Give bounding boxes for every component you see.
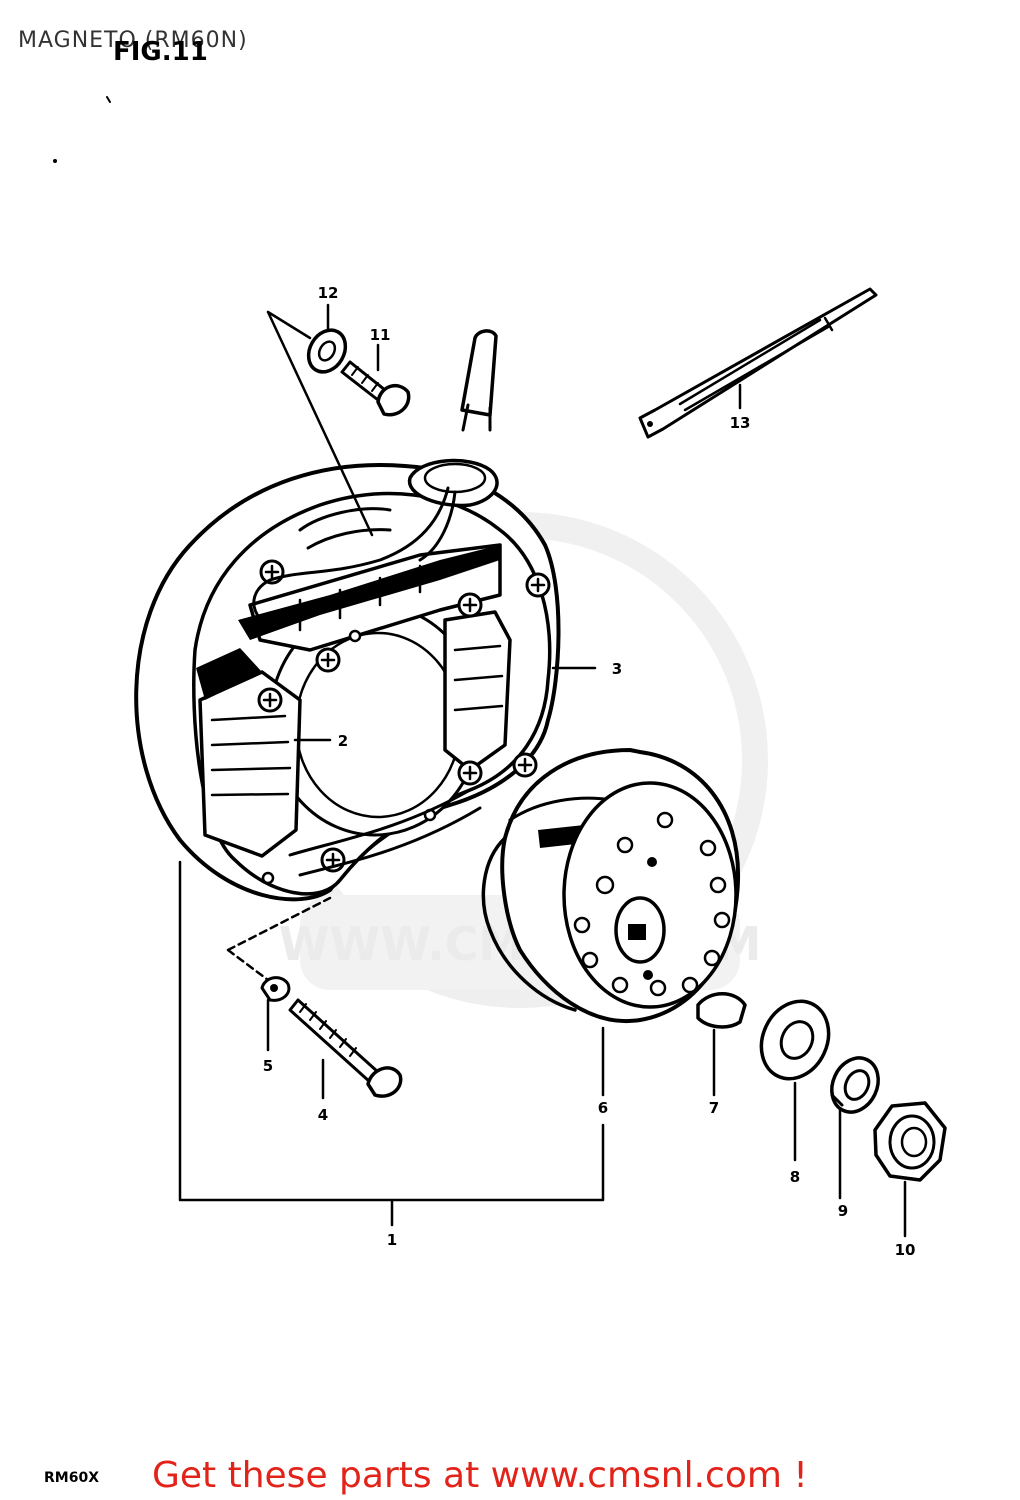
- coil-screw: [457, 760, 483, 786]
- leader-lines: [178, 303, 907, 1238]
- model-code: RM60X: [44, 1470, 99, 1486]
- part-11-screw[interactable]: [340, 360, 411, 417]
- shop-link[interactable]: Get these parts at www.cmsnl.com !: [152, 1455, 808, 1496]
- part-8-washer[interactable]: [749, 990, 841, 1090]
- callout-labels: 1 2 3 4 5 6 7 8 9 10 11 12 13: [263, 284, 916, 1259]
- figure-label: FIG.11: [113, 37, 208, 67]
- callout-12: 12: [318, 284, 339, 302]
- callout-8: 8: [790, 1168, 800, 1186]
- scan-speck: [106, 96, 111, 103]
- part-9-lock-washer[interactable]: [823, 1050, 887, 1119]
- callout-1: 1: [387, 1231, 397, 1249]
- coil-screw: [315, 647, 341, 673]
- callout-4: 4: [318, 1106, 328, 1124]
- callout-2: 2: [338, 732, 348, 750]
- part-2-coil-assembly[interactable]: [196, 543, 512, 885]
- plate-screw: [512, 752, 538, 778]
- callout-6: 6: [598, 1099, 608, 1117]
- coil-screw: [257, 687, 283, 713]
- part-6-flywheel-rotor[interactable]: [481, 748, 741, 1024]
- callout-5: 5: [263, 1057, 273, 1075]
- part-13-lead-wire: [638, 287, 878, 439]
- callout-3: 3: [612, 660, 622, 678]
- scan-speck: [53, 159, 57, 163]
- part-5-lock-washer[interactable]: [260, 976, 291, 1002]
- callout-10: 10: [895, 1241, 916, 1259]
- callout-11: 11: [370, 326, 391, 344]
- callout-13: 13: [730, 414, 751, 432]
- callout-7: 7: [709, 1099, 719, 1117]
- page-title: MAGNETO (RM60N): [18, 28, 248, 53]
- part-4-screw[interactable]: [288, 998, 403, 1098]
- part-10-nut[interactable]: [873, 1101, 947, 1182]
- part-12-washer[interactable]: [301, 323, 352, 378]
- part-7-woodruff-key[interactable]: [696, 992, 747, 1029]
- plate-screw: [525, 572, 551, 598]
- wiring-harness: [252, 329, 499, 622]
- coil-screw: [457, 592, 483, 618]
- callout-9: 9: [838, 1202, 848, 1220]
